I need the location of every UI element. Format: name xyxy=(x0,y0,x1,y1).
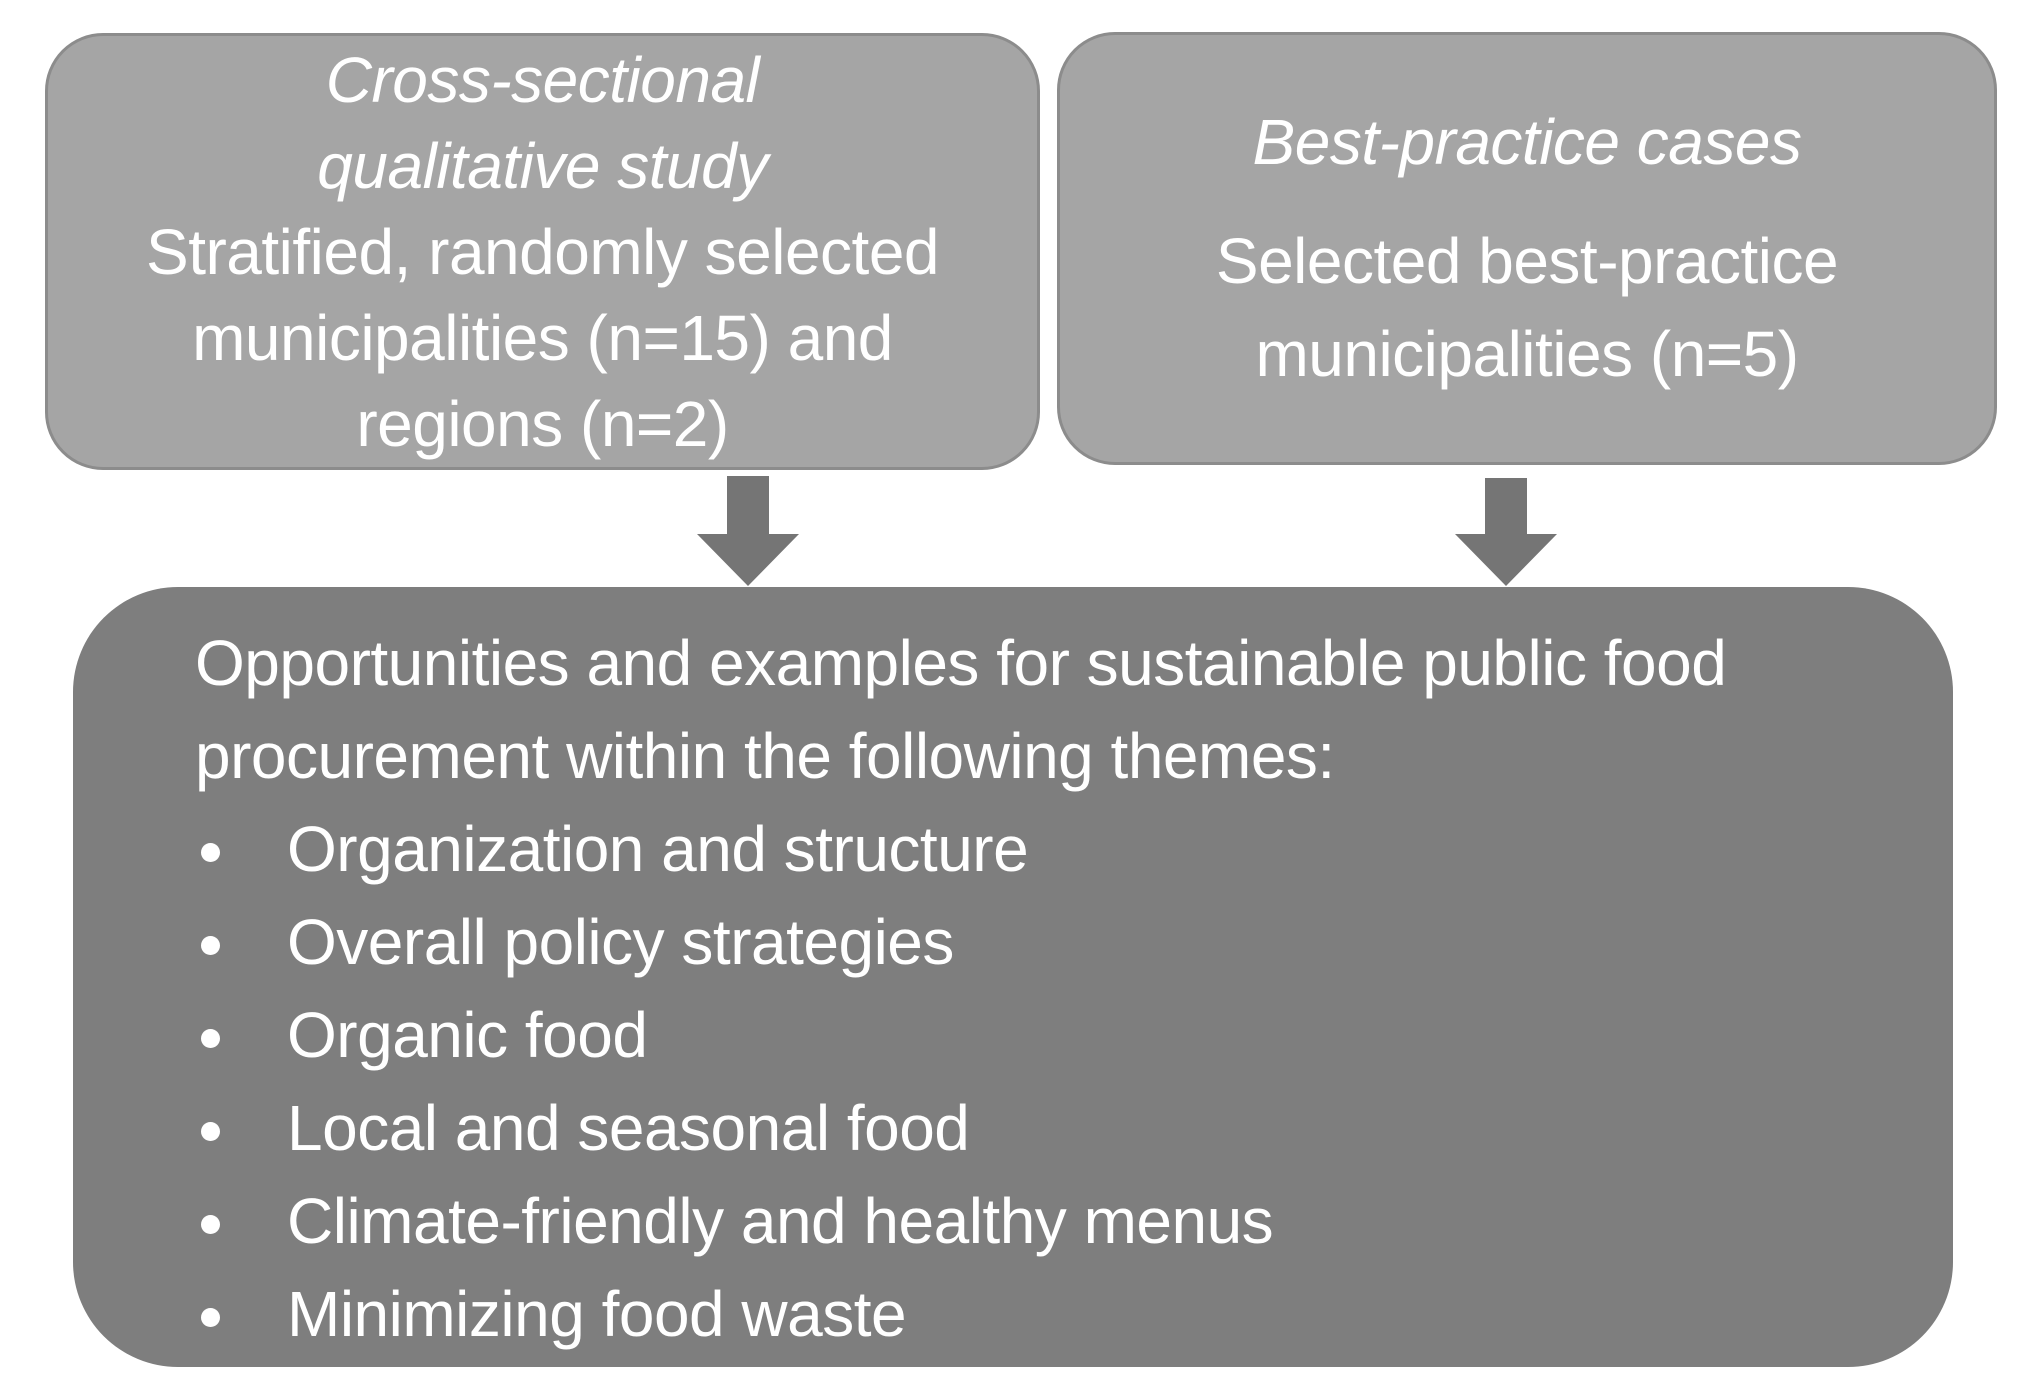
bullet-label: Organic food xyxy=(287,999,648,1071)
down-arrow-left-stem xyxy=(727,476,769,536)
list-item: Minimizing food waste xyxy=(195,1268,1893,1361)
bullet-label: Minimizing food waste xyxy=(287,1278,907,1350)
themes-intro-line-1: Opportunities and examples for sustainab… xyxy=(195,627,1727,699)
bullet-dot-icon xyxy=(201,1029,220,1048)
down-arrow-right-stem xyxy=(1485,478,1527,536)
down-arrow-left-head xyxy=(697,534,799,586)
list-item: Organic food xyxy=(195,989,1893,1082)
bullet-dot-icon xyxy=(201,843,220,862)
themes-intro: Opportunities and examples for sustainab… xyxy=(195,617,1893,803)
bullet-label: Organization and structure xyxy=(287,813,1029,885)
down-arrow-right-head xyxy=(1455,534,1557,586)
left-box-body-line-1: Stratified, randomly selected xyxy=(146,215,940,288)
left-box-body-line-3: regions (n=2) xyxy=(356,387,729,460)
right-box-body-line-1: Selected best-practice xyxy=(1215,225,1839,297)
bullet-dot-icon xyxy=(201,1308,220,1327)
left-box-title-line-1: Cross-sectional xyxy=(325,43,760,116)
bullet-dot-icon xyxy=(201,1122,220,1141)
bullet-label: Overall policy strategies xyxy=(287,906,954,978)
down-arrow-right-icon xyxy=(1455,478,1557,586)
left-box-body-line-2: municipalities (n=15) and xyxy=(192,301,893,374)
down-arrow-left-icon xyxy=(697,476,799,586)
bullet-dot-icon xyxy=(201,1215,220,1234)
left-box-title-line-2: qualitative study xyxy=(317,129,768,202)
list-item: Organization and structure xyxy=(195,803,1893,896)
list-item: Overall policy strategies xyxy=(195,896,1893,989)
bullet-label: Local and seasonal food xyxy=(287,1092,970,1164)
themes-intro-line-2: procurement within the following themes: xyxy=(195,720,1335,792)
list-item: Local and seasonal food xyxy=(195,1082,1893,1175)
right-box-body-line-2: municipalities (n=5) xyxy=(1255,318,1799,390)
list-item: Climate-friendly and healthy menus xyxy=(195,1175,1893,1268)
bullet-label: Climate-friendly and healthy menus xyxy=(287,1185,1274,1257)
bullet-dot-icon xyxy=(201,936,220,955)
best-practice-cases-box: Best-practice cases Selected best-practi… xyxy=(1057,32,1997,465)
cross-sectional-study-box: Cross-sectional qualitative study Strati… xyxy=(45,33,1040,470)
right-box-title-line: Best-practice cases xyxy=(1252,106,1802,178)
themes-bullet-list: Organization and structure Overall polic… xyxy=(195,803,1893,1361)
themes-results-box: Opportunities and examples for sustainab… xyxy=(73,587,1953,1367)
